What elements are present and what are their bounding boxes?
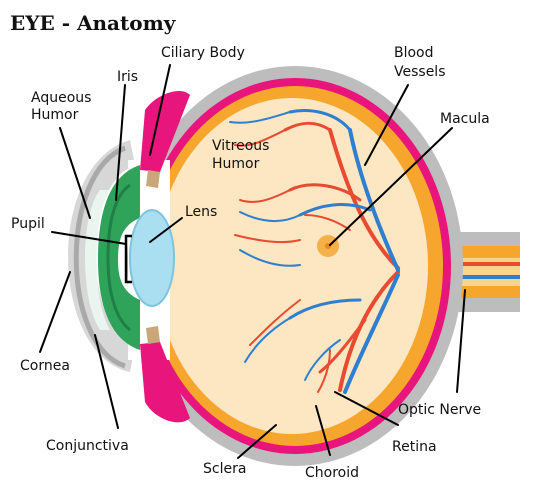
labels: Iris Ciliary Body Aqueous Humor Blood Ve…: [11, 45, 490, 481]
leader-conjunctiva: [94, 334, 119, 429]
leader-macula: [329, 127, 453, 246]
label-optic-nerve: Optic Nerve: [398, 402, 481, 418]
leader-retina: [334, 391, 399, 426]
label-iris: Iris: [117, 69, 138, 85]
leader-cornea: [39, 271, 71, 353]
leader-ciliary-body: [149, 64, 171, 156]
label-retina: Retina: [392, 439, 437, 455]
label-macula: Macula: [440, 111, 490, 127]
label-blood-vessels-2: Vessels: [394, 64, 446, 80]
label-ciliary-body: Ciliary Body: [161, 45, 245, 61]
leader-optic-nerve: [456, 289, 466, 393]
diagram-title: EYE - Anatomy: [10, 11, 177, 35]
leader-blood-vessels: [364, 84, 409, 166]
label-sclera: Sclera: [203, 461, 246, 477]
label-blood-vessels-1: Blood: [394, 45, 434, 61]
blood-vessels-blue: [229, 109, 400, 394]
leader-aqueous-humor: [59, 127, 91, 219]
aqueous-humor: [85, 190, 110, 330]
leader-pupil: [51, 231, 127, 245]
label-vitreous-humor-2: Humor: [212, 156, 260, 172]
label-aqueous-humor-2: Humor: [31, 107, 79, 123]
leader-choroid: [315, 405, 331, 456]
ciliary-body: [140, 90, 190, 423]
label-lens: Lens: [185, 204, 217, 220]
label-vitreous-humor-1: Vitreous: [212, 138, 269, 154]
label-aqueous-humor-1: Aqueous: [31, 90, 91, 106]
label-cornea: Cornea: [20, 358, 70, 374]
label-conjunctiva: Conjunctiva: [46, 438, 129, 454]
pupil-bracket: [124, 234, 132, 284]
leader-sclera: [237, 424, 277, 459]
iris: [98, 165, 140, 350]
leader-lens: [149, 217, 183, 243]
leader-iris: [115, 84, 126, 201]
lens: [129, 209, 175, 307]
leader-lines: [39, 64, 466, 459]
cornea: [68, 140, 135, 372]
label-pupil: Pupil: [11, 216, 45, 232]
label-choroid: Choroid: [305, 465, 359, 481]
